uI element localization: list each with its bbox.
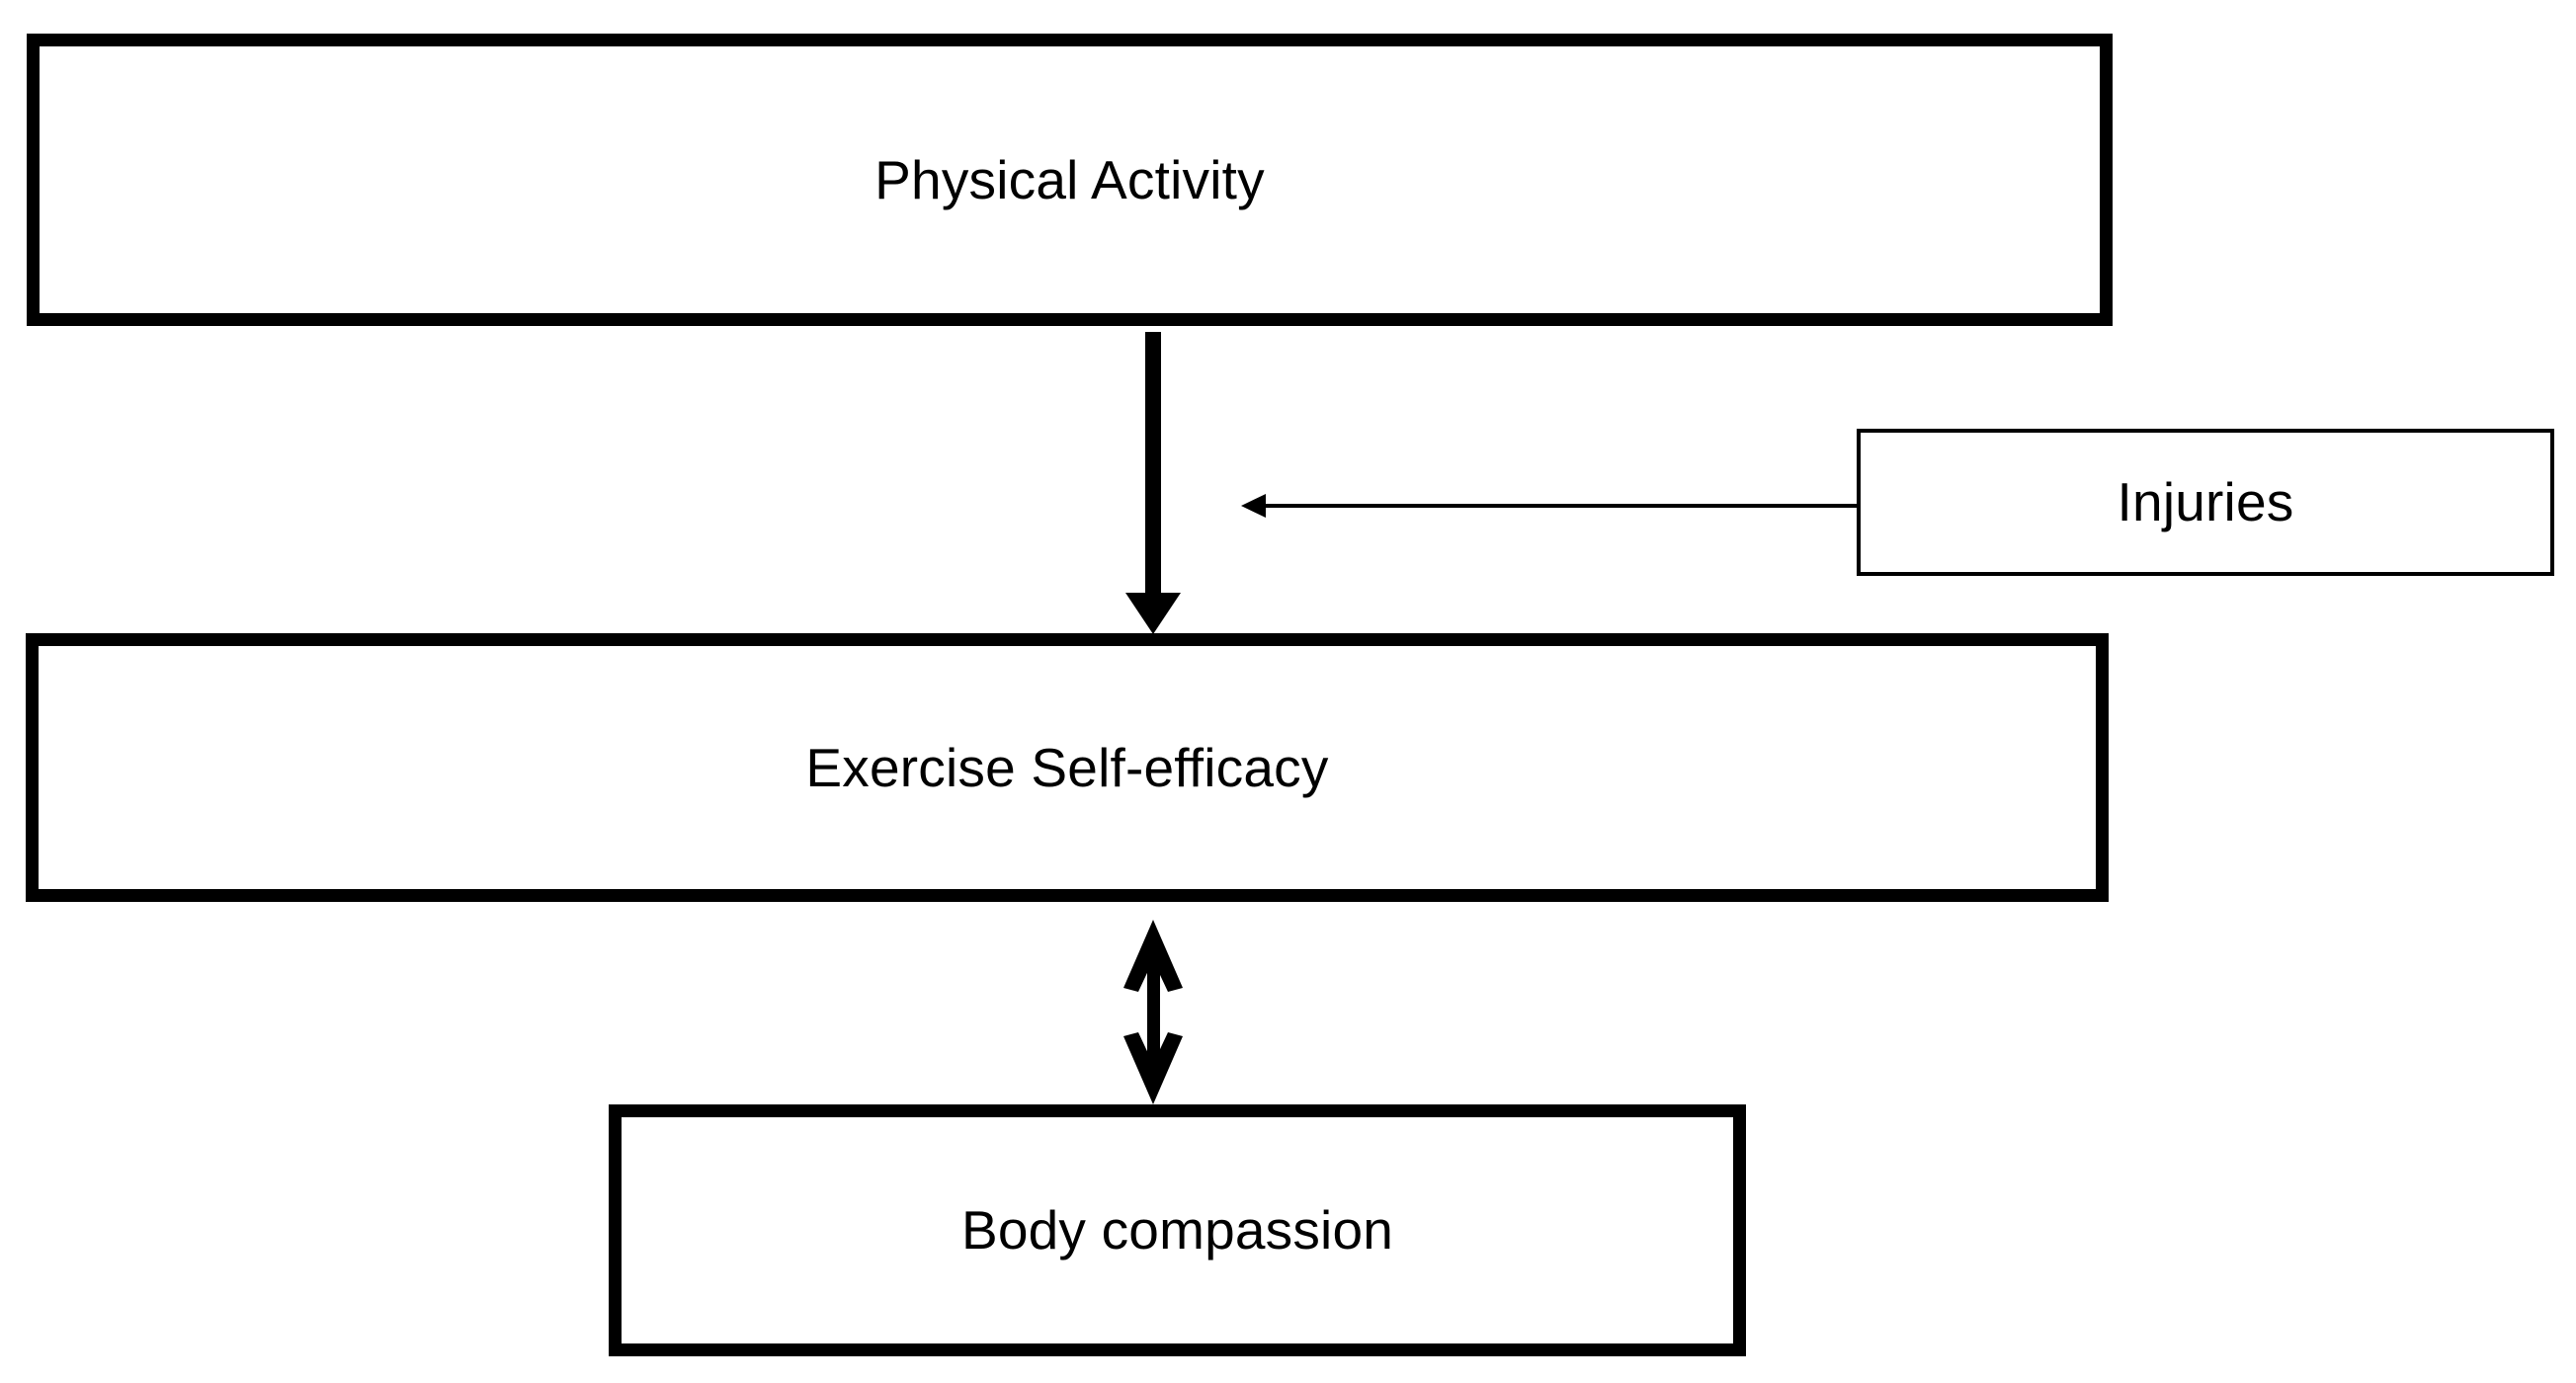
node-body-compassion-label: Body compassion bbox=[960, 1199, 1394, 1261]
node-injuries-label: Injuries bbox=[2117, 471, 2294, 533]
node-injuries[interactable]: Injuries bbox=[1857, 429, 2554, 576]
node-exercise-self-efficacy[interactable]: Exercise Self-efficacy bbox=[26, 633, 2109, 902]
node-physical-activity-label: Physical Activity bbox=[874, 148, 1265, 210]
connector-physical-activity-to-exercise-self-efficacy[interactable] bbox=[1125, 332, 1181, 634]
connector-exercise-self-efficacy-to-body-compassion[interactable] bbox=[1123, 920, 1183, 1104]
node-physical-activity[interactable]: Physical Activity bbox=[27, 34, 2113, 326]
connector-injuries-to-physical-activity-link[interactable] bbox=[1241, 494, 1860, 518]
node-body-compassion[interactable]: Body compassion bbox=[609, 1104, 1746, 1356]
node-exercise-self-efficacy-label: Exercise Self-efficacy bbox=[805, 736, 1329, 798]
